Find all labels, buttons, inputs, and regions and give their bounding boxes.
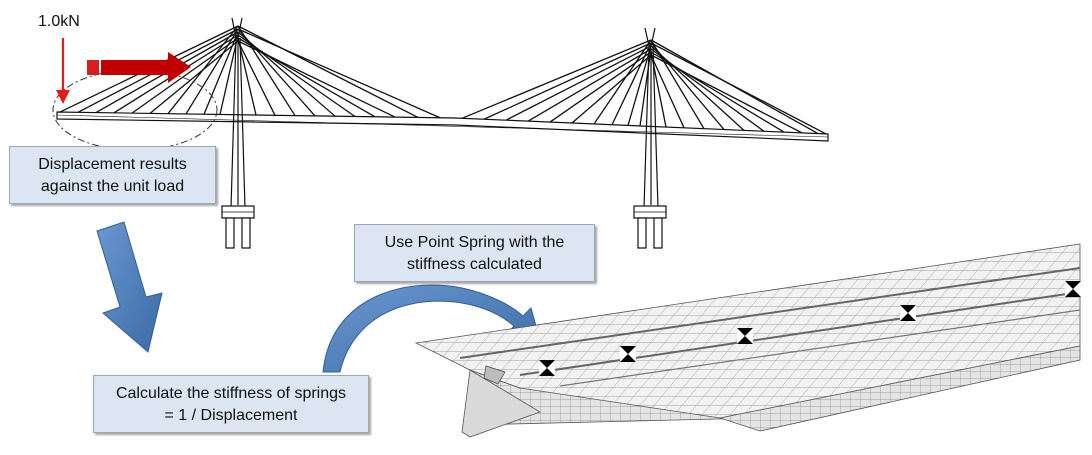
- support-marker-icon: [620, 346, 636, 362]
- stay-cable: [237, 37, 257, 116]
- point-spring-callout-line2: stiffness calculated: [407, 256, 542, 273]
- stay-cable: [505, 45, 652, 121]
- support-marker-icon: [539, 360, 555, 376]
- stay-cables-right-tower: [461, 39, 827, 135]
- calculate-callout-line2: = 1 / Displacement: [164, 407, 298, 424]
- force-arrow-icon: [87, 52, 191, 83]
- unit-load-label: 1.0kN: [38, 13, 80, 30]
- point-spring-markers: [539, 281, 1081, 376]
- left-tower: [221, 17, 255, 249]
- bridge-deck: [56, 111, 829, 142]
- displacement-callout-line2: against the unit load: [40, 178, 185, 195]
- calculate-callout-line1: Calculate the stiffness of springs: [115, 385, 347, 402]
- support-marker-icon: [900, 305, 916, 321]
- stay-cable: [237, 40, 396, 118]
- displacement-callout-line1: Displacement results: [38, 156, 187, 173]
- stay-cable: [237, 40, 276, 116]
- stay-cable: [237, 25, 419, 119]
- stay-cable: [593, 39, 652, 125]
- calculate-stiffness-callout: Calculate the stiffness of springs = 1 /…: [93, 375, 369, 433]
- stay-cable: [219, 34, 239, 115]
- stay-cable: [461, 39, 652, 119]
- stay-cable: [203, 31, 239, 115]
- support-marker-icon: [1065, 281, 1081, 297]
- stay-cable: [650, 51, 785, 133]
- stay-cable: [185, 28, 239, 115]
- down-arrow-icon: [56, 38, 70, 104]
- support-marker-icon: [737, 328, 753, 344]
- stay-cable: [131, 37, 239, 114]
- stay-cable: [237, 37, 376, 118]
- stay-cable: [650, 42, 827, 135]
- stay-cable: [650, 54, 685, 129]
- stay-cable: [237, 28, 441, 119]
- stay-cable: [650, 48, 765, 132]
- stay-cables-left-tower: [59, 25, 441, 119]
- right-tower: [633, 27, 667, 249]
- stay-cable: [639, 48, 652, 127]
- point-spring-callout-line1: Use Point Spring with the: [384, 234, 565, 251]
- stay-cable: [627, 45, 652, 126]
- stay-cable: [650, 54, 803, 134]
- stay-cable: [527, 48, 652, 122]
- displacement-callout: Displacement results against the unit lo…: [9, 146, 216, 204]
- flow-down-arrow-icon: [96, 221, 163, 353]
- stay-cable: [571, 54, 652, 124]
- stay-cable: [611, 42, 652, 126]
- stay-cable: [483, 42, 652, 120]
- stay-cable: [167, 25, 239, 115]
- point-spring-callout: Use Point Spring with the stiffness calc…: [354, 224, 595, 282]
- bridge-elevation: [52, 17, 829, 249]
